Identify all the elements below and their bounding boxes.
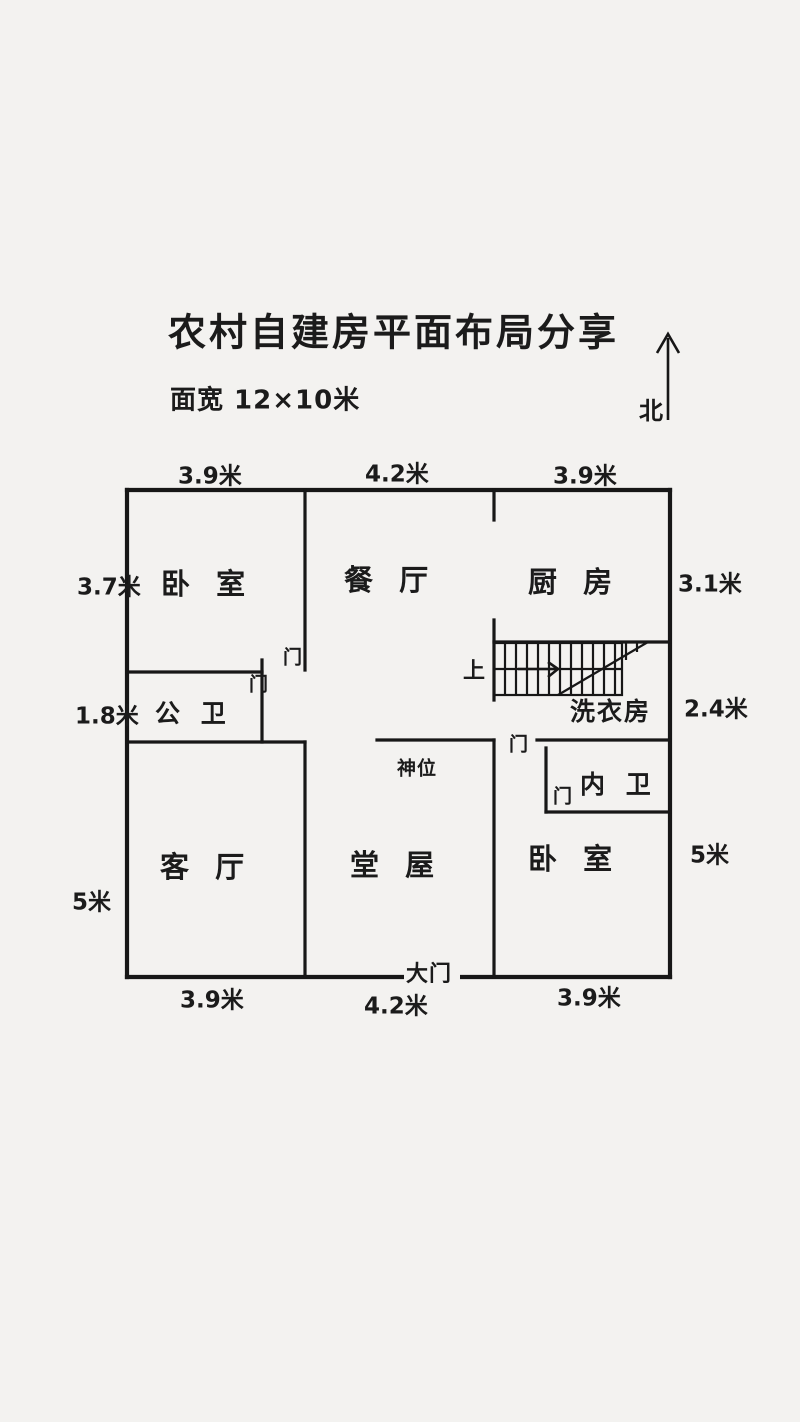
- room-label-bedroom-top-left: 卧 室: [161, 567, 253, 601]
- dim-bottom-2: 4.2米: [364, 994, 429, 1020]
- dim-top-1: 3.9米: [178, 464, 243, 490]
- room-label-dining: 餐 厅: [344, 563, 436, 597]
- door-label-3: 门: [509, 733, 528, 756]
- room-label-hall: 堂 屋: [350, 848, 442, 882]
- dim-top-2: 4.2米: [365, 462, 430, 488]
- room-label-kitchen: 厨 房: [528, 565, 620, 599]
- room-label-laundry: 洗衣房: [570, 697, 651, 726]
- top-dimension-ticks: [303, 488, 496, 514]
- building-outline: [124, 487, 673, 980]
- staircase-icon: [492, 641, 649, 697]
- dim-left-1: 3.7米: [77, 575, 142, 601]
- room-label-inner-bath: 内 卫: [580, 770, 657, 799]
- dim-right-2: 2.4米: [684, 697, 749, 723]
- stair-up-label: 上: [463, 659, 486, 684]
- dim-bottom-3: 3.9米: [557, 986, 622, 1012]
- page-title: 农村自建房平面布局分享: [168, 311, 619, 355]
- room-label-public-bath: 公 卫: [155, 699, 232, 728]
- room-label-bedroom-bottom-right: 卧 室: [528, 842, 620, 876]
- dim-top-3: 3.9米: [553, 464, 618, 490]
- north-label: 北: [639, 397, 664, 425]
- main-gate-gap: [404, 962, 460, 992]
- room-label-living: 客 厅: [160, 850, 252, 884]
- dim-right-1: 3.1米: [678, 572, 743, 598]
- shrine-label: 神位: [397, 757, 437, 780]
- dim-left-3: 5米: [72, 890, 112, 916]
- dim-right-3: 5米: [690, 843, 730, 869]
- door-label-4: 门: [553, 785, 572, 808]
- north-arrow-icon: [655, 331, 681, 420]
- main-gate-label: 大门: [406, 961, 452, 987]
- door-label-1: 门: [283, 646, 302, 669]
- door-label-2: 门: [249, 673, 268, 696]
- page-subtitle: 面宽 12×10米: [170, 385, 360, 416]
- dim-left-2: 1.8米: [75, 704, 140, 730]
- dim-bottom-1: 3.9米: [180, 988, 245, 1014]
